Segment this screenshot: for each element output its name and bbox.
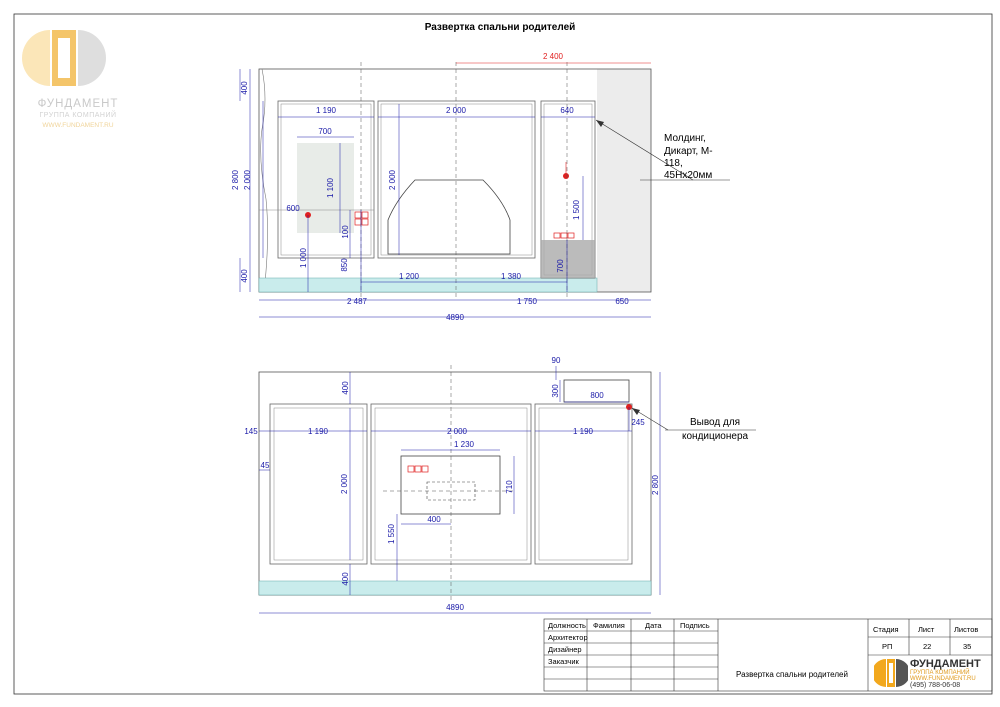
dim-2000-v: 2 000 [340,473,349,494]
panel-left [277,100,375,259]
tb-role-designer: Дизайнер [548,645,582,654]
watermark-company: ФУНДАМЕНТ [37,98,119,110]
ac-callout-line-1: Вывод для [690,417,740,428]
dim-700: 700 [318,127,332,136]
dim-1190-left: 1 190 [308,427,329,436]
watermark-logo: ФУНДАМЕНТ ГРУППА КОМПАНИЙ WWW.FUNDAMENT.… [18,22,138,132]
watermark-site: WWW.FUNDAMENT.RU [42,122,114,129]
brand-phone: (495) 788-06-08 [910,682,961,689]
dim-2800-c: 2 800 [651,474,660,495]
dim-400-bottom: 400 [240,269,249,283]
curtain-line [260,68,268,293]
dim-2000: 2 000 [243,169,252,190]
panel-center [377,100,536,259]
dim-600: 600 [286,204,300,213]
ceiling-outline [258,371,652,596]
dim-245: 245 [631,418,645,427]
tb-role-client: Заказчик [548,657,579,666]
dim-1000: 1 000 [299,247,308,268]
tb-header-date: Дата [645,621,662,630]
tb-role-architect: Архитектор [548,633,588,642]
dim-2000-w: 2 000 [446,106,467,115]
tb-drawing-name: Развертка спальни родителей [736,670,848,679]
tb-sheets-value: 35 [963,642,972,651]
brand-site: WWW.FUNDAMENT.RU [910,676,976,682]
tb-stage-label: Стадия [873,625,899,634]
elevation-view: 2 400 400 2 800 2 000 400 1 190 2 000 64… [231,52,730,322]
dim-400-b: 400 [341,572,350,586]
dim-2487: 2 487 [347,297,368,306]
brand-logo-icon [874,659,908,687]
dim-650: 650 [615,297,629,306]
sheet-frame [13,13,993,695]
dim-100: 100 [341,225,350,239]
dim-2400: 2 400 [543,52,564,61]
brand-group: ГРУППА КОМПАНИЙ [910,670,970,676]
dim-400-w: 400 [427,515,441,524]
brand-logo: ФУНДАМЕНТ ГРУППА КОМПАНИЙ WWW.FUNDAMENT.… [874,655,992,691]
tb-sheet-label: Лист [918,625,935,634]
brand-name: ФУНДАМЕНТ [910,658,981,670]
tb-sheet-value: 22 [923,642,932,651]
outlet-point [563,173,569,179]
cabinet [541,240,595,278]
title-block: Должность Фамилия Дата Подпись Архитекто… [540,619,990,691]
ceiling-view: 90 400 300 800 145 1 190 2 000 1 190 245… [244,356,756,614]
callout-line-4: 45Нх20мм [664,170,712,181]
dim-1500: 1 500 [572,199,581,220]
callout-line-1: Молдинг, [664,133,706,144]
dim-2000-c: 2 000 [447,427,468,436]
floor-band [258,277,598,293]
dim-1380: 1 380 [501,272,522,281]
dim-90: 90 [552,356,561,365]
ceiling-floor-band [258,580,652,596]
window-rect [400,455,501,515]
dim-1550: 1 550 [387,523,396,544]
title-block-grid [543,618,993,692]
callout-line-3: 118, [664,158,683,169]
dim-2000-h: 2 000 [388,169,397,190]
dim-4890-c: 4890 [446,603,464,612]
headboard [387,179,511,255]
dim-1190-right: 1 190 [573,427,594,436]
tb-header-sign: Подпись [680,621,710,630]
tb-sheets-label: Листов [954,625,979,634]
wall-return [597,69,651,292]
watermark-logo-icon [22,30,106,86]
dim-400-top: 400 [240,81,249,95]
dim-1750: 1 750 [517,297,538,306]
tb-stage-value: РП [882,642,893,651]
dim-400-c: 400 [341,381,350,395]
tb-header-name: Фамилия [593,621,625,630]
page-title: Развертка спальни родителей [424,22,576,33]
tb-header-role: Должность [548,621,586,630]
dim-4890: 4890 [446,313,464,322]
dim-1190: 1 190 [316,106,337,115]
dim-300: 300 [551,384,560,398]
dim-710: 710 [505,480,514,494]
dim-800: 800 [590,391,604,400]
dim-1100: 1 100 [326,177,335,198]
dim-1230: 1 230 [454,440,475,449]
dim-1200: 1 200 [399,272,420,281]
watermark-group: ГРУППА КОМПАНИЙ [39,112,117,119]
mirror-rect [297,143,354,233]
dim-145: 145 [244,427,258,436]
dim-640: 640 [560,106,574,115]
dim-45: 45 [261,461,270,470]
callout-line-2: Дикарт, М- [664,146,713,157]
dim-700-h: 700 [556,259,565,273]
dim-850: 850 [340,258,349,272]
ac-callout-line-2: кондиционера [682,431,749,442]
dim-2800: 2 800 [231,169,240,190]
callout-leader [595,119,694,181]
